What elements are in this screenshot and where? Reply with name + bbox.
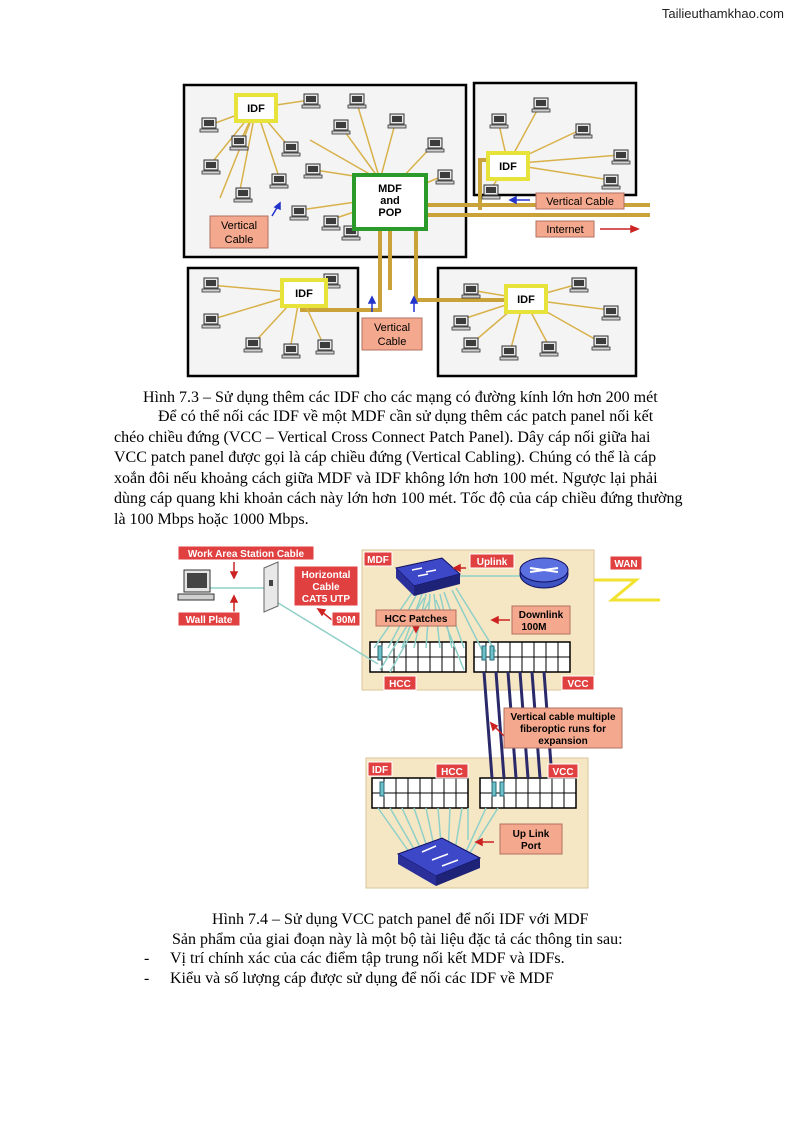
- figure-7-4-vcc-diagram: Work Area Station Cable Wall Plate Horiz…: [174, 540, 660, 896]
- internet-label: Internet: [535, 220, 595, 238]
- svg-text:Vertical: Vertical: [374, 322, 410, 334]
- workstation-computer-icon: [177, 569, 215, 601]
- uplink-label: Uplink: [469, 553, 515, 569]
- svg-text:MDF: MDF: [367, 555, 389, 566]
- mdf-label: MDF: [363, 551, 393, 567]
- paragraph-line: xoắn đôi nếu khoảng cách giữa MDF và IDF…: [114, 469, 658, 487]
- svg-text:POP: POP: [378, 207, 401, 219]
- svg-text:Uplink: Uplink: [477, 557, 508, 568]
- idf-box-top-left: IDF: [234, 93, 278, 123]
- idf-label: IDF: [295, 288, 313, 300]
- figure-7-4-caption: Hình 7.4 – Sử dụng VCC patch panel để nố…: [212, 911, 589, 928]
- wan-link-icon: [594, 578, 660, 602]
- idf-box-bottom-left: IDF: [280, 278, 328, 308]
- svg-text:Cable: Cable: [225, 234, 254, 246]
- mdf-switch-icon: [394, 557, 462, 596]
- figure-7-3-caption: Hình 7.3 – Sử dụng thêm các IDF cho các …: [143, 389, 658, 406]
- hcc-label-mdf: HCC: [383, 675, 417, 691]
- svg-text:HCC Patches: HCC Patches: [385, 614, 448, 625]
- uplink-port-label: Up Link Port: [499, 823, 563, 855]
- idf-switch-icon: [396, 837, 482, 886]
- watermark: Tailieuthamkhao.com: [661, 6, 784, 21]
- svg-text:Vertical: Vertical: [221, 220, 257, 232]
- svg-text:Wall Plate: Wall Plate: [186, 615, 233, 626]
- svg-text:90M: 90M: [336, 615, 355, 626]
- vertical-cable-fiberoptic-label: Vertical cable multiple fiberoptic runs …: [503, 707, 623, 749]
- svg-text:100M: 100M: [521, 622, 546, 633]
- hcc-patches-label: HCC Patches: [375, 609, 457, 627]
- svg-text:Port: Port: [521, 841, 542, 852]
- svg-text:Downlink: Downlink: [519, 610, 564, 621]
- svg-text:CAT5 UTP: CAT5 UTP: [302, 594, 350, 605]
- vcc-patch-panel-mdf: [473, 641, 571, 673]
- svg-text:HCC: HCC: [389, 679, 411, 690]
- svg-text:fiberoptic runs for: fiberoptic runs for: [520, 724, 606, 735]
- idf-label: IDF: [499, 161, 517, 173]
- bullet-dash: -: [144, 950, 150, 967]
- figure-7-3-network-diagram: IDF IDF IDF IDF MDF and POP Vertical Cab…: [180, 80, 660, 380]
- svg-text:WAN: WAN: [614, 559, 637, 570]
- arrow-icons: [271, 195, 530, 312]
- svg-text:MDF: MDF: [378, 183, 402, 195]
- vertical-cable-label-left: Vertical Cable: [209, 215, 269, 249]
- svg-text:Vertical Cable: Vertical Cable: [546, 196, 614, 208]
- list-item-text: Vị trí chính xác của các điểm tập trung …: [170, 950, 565, 967]
- idf-label: IDF: [247, 103, 265, 115]
- svg-text:Horizontal: Horizontal: [302, 570, 351, 581]
- paragraph-line: VCC patch panel được gọi là cáp chiều đứ…: [114, 449, 657, 467]
- bullet-dash: -: [144, 970, 150, 987]
- svg-text:VCC: VCC: [567, 679, 588, 690]
- hcc-label-idf: HCC: [435, 763, 469, 779]
- wall-plate-label: Wall Plate: [177, 611, 241, 627]
- vcc-label-mdf: VCC: [561, 675, 595, 691]
- work-area-station-cable-label: Work Area Station Cable: [177, 545, 315, 561]
- hcc-patch-panel-idf: [371, 777, 469, 809]
- svg-text:Vertical cable multiple: Vertical cable multiple: [510, 712, 615, 723]
- svg-text:Work Area Station Cable: Work Area Station Cable: [188, 549, 305, 560]
- svg-text:Cable: Cable: [312, 582, 340, 593]
- mdf-pop-box: MDF and POP: [352, 173, 428, 231]
- paragraph-line: dùng cáp quang khi khoản cách này lớn hơ…: [114, 490, 683, 508]
- paragraph-line: chéo chiều đứng (VCC – Vertical Cross Co…: [114, 428, 651, 446]
- svg-text:VCC: VCC: [552, 767, 573, 778]
- svg-text:and: and: [380, 195, 400, 207]
- svg-text:HCC: HCC: [441, 767, 463, 778]
- list-item-text: Kiểu và số lượng cáp được sử dụng để nối…: [170, 970, 554, 987]
- wall-plate-icon: [263, 561, 279, 613]
- svg-text:Cable: Cable: [378, 336, 407, 348]
- body-paragraph: Để có thể nối các IDF về một MDF cần sử …: [114, 407, 718, 531]
- downlink-label: Downlink 100M: [511, 605, 571, 635]
- svg-text:Internet: Internet: [546, 224, 583, 236]
- arrow-icons: [229, 562, 510, 847]
- internet-arrow-icon: [600, 224, 640, 234]
- panel-connectors: [377, 645, 505, 797]
- wan-label: WAN: [609, 555, 643, 571]
- vertical-cable-label-bottom: Vertical Cable: [361, 317, 423, 351]
- summary-text: Sản phẩm của giai đoạn này là một bộ tài…: [172, 931, 623, 948]
- svg-text:IDF: IDF: [372, 765, 388, 776]
- paragraph-line: Để có thể nối các IDF về một MDF cần sử …: [158, 408, 654, 425]
- router-icon: [519, 557, 569, 589]
- idf-label: IDF: [517, 294, 535, 306]
- idf-box-top-right: IDF: [486, 151, 530, 181]
- idf-box-bottom-right: IDF: [504, 284, 548, 314]
- hcc-patch-panel-mdf: [369, 641, 467, 673]
- idf-label: IDF: [367, 761, 393, 777]
- horizontal-cable-label: Horizontal Cable CAT5 UTP: [293, 565, 359, 607]
- paragraph-line: là 100 Mbps hoặc 1000 Mbps.: [114, 510, 309, 528]
- svg-text:Up Link: Up Link: [513, 829, 550, 840]
- svg-text:expansion: expansion: [538, 736, 587, 747]
- vcc-label-idf: VCC: [547, 763, 579, 779]
- vertical-cable-label-right: Vertical Cable: [535, 192, 625, 210]
- 90m-label: 90M: [331, 611, 361, 627]
